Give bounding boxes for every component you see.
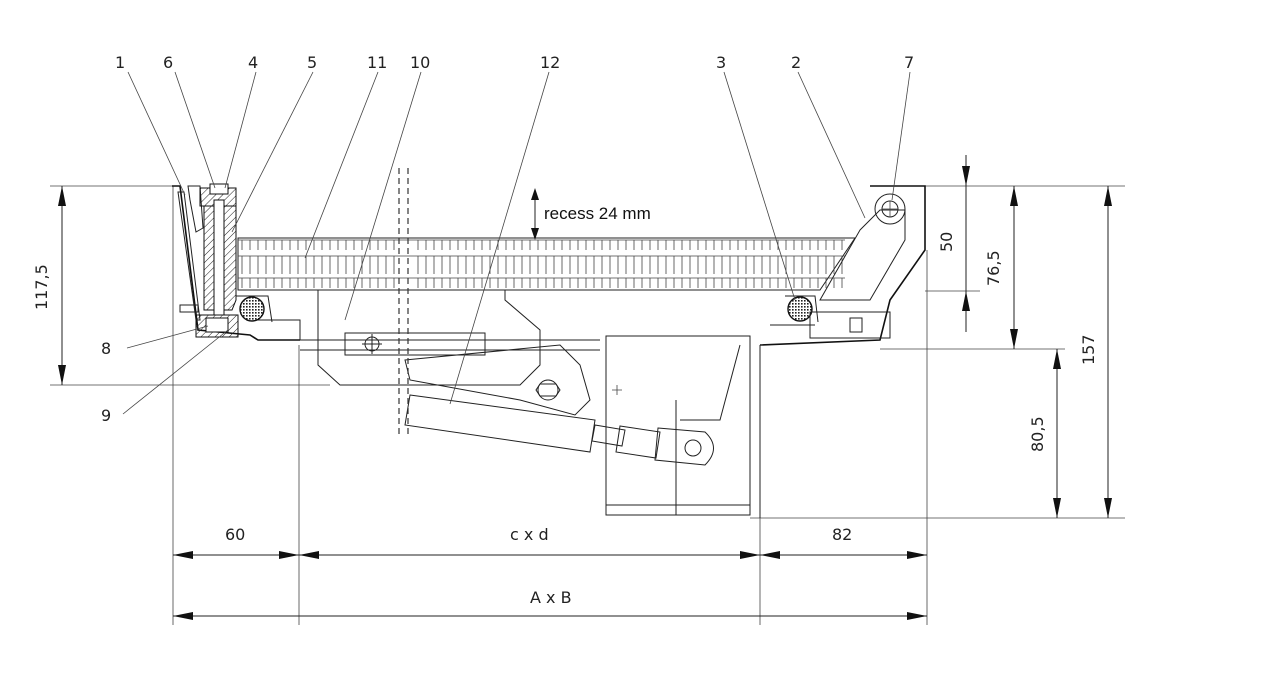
label-6: 6: [163, 53, 173, 72]
label-4: 4: [248, 53, 258, 72]
vertical-dimensions: 117,5 50 76,5 80,5 157: [32, 155, 1112, 518]
label-9: 9: [101, 406, 111, 425]
right-frame-profile: [759, 185, 926, 346]
gas-strut: [404, 344, 714, 466]
recess-label: recess 24 mm: [544, 204, 651, 223]
label-2: 2: [791, 53, 801, 72]
label-10: 10: [410, 53, 430, 72]
label-12: 12: [540, 53, 560, 72]
leader-lines: [122, 71, 911, 415]
horizontal-dimensions: 60 c x d 82 A x B: [173, 525, 927, 620]
gasket-right: [785, 295, 819, 323]
dim-50: 50: [937, 232, 956, 252]
dim-80-5: 80,5: [1028, 416, 1047, 452]
recess-annotation: recess 24 mm: [531, 188, 651, 240]
lifting-bracket: [300, 290, 600, 386]
label-7: 7: [904, 53, 914, 72]
label-11: 11: [367, 53, 387, 72]
part-labels: 1 6 4 5 11 10 12 3 2 7 8 9: [101, 53, 914, 425]
dim-157: 157: [1079, 334, 1098, 365]
dim-76-5: 76,5: [984, 250, 1003, 286]
screw-assembly: [195, 183, 239, 338]
label-8: 8: [101, 339, 111, 358]
dim-60: 60: [225, 525, 245, 544]
grating-plate: [237, 237, 856, 291]
dim-cxd: c x d: [510, 525, 549, 544]
break-lines: [398, 168, 409, 438]
label-1: 1: [115, 53, 125, 72]
gasket-left: [236, 295, 273, 323]
dim-82: 82: [832, 525, 852, 544]
dim-117-5: 117,5: [32, 264, 51, 310]
lower-housing: [605, 335, 761, 518]
label-5: 5: [307, 53, 317, 72]
label-3: 3: [716, 53, 726, 72]
dim-AxB: A x B: [530, 588, 572, 607]
